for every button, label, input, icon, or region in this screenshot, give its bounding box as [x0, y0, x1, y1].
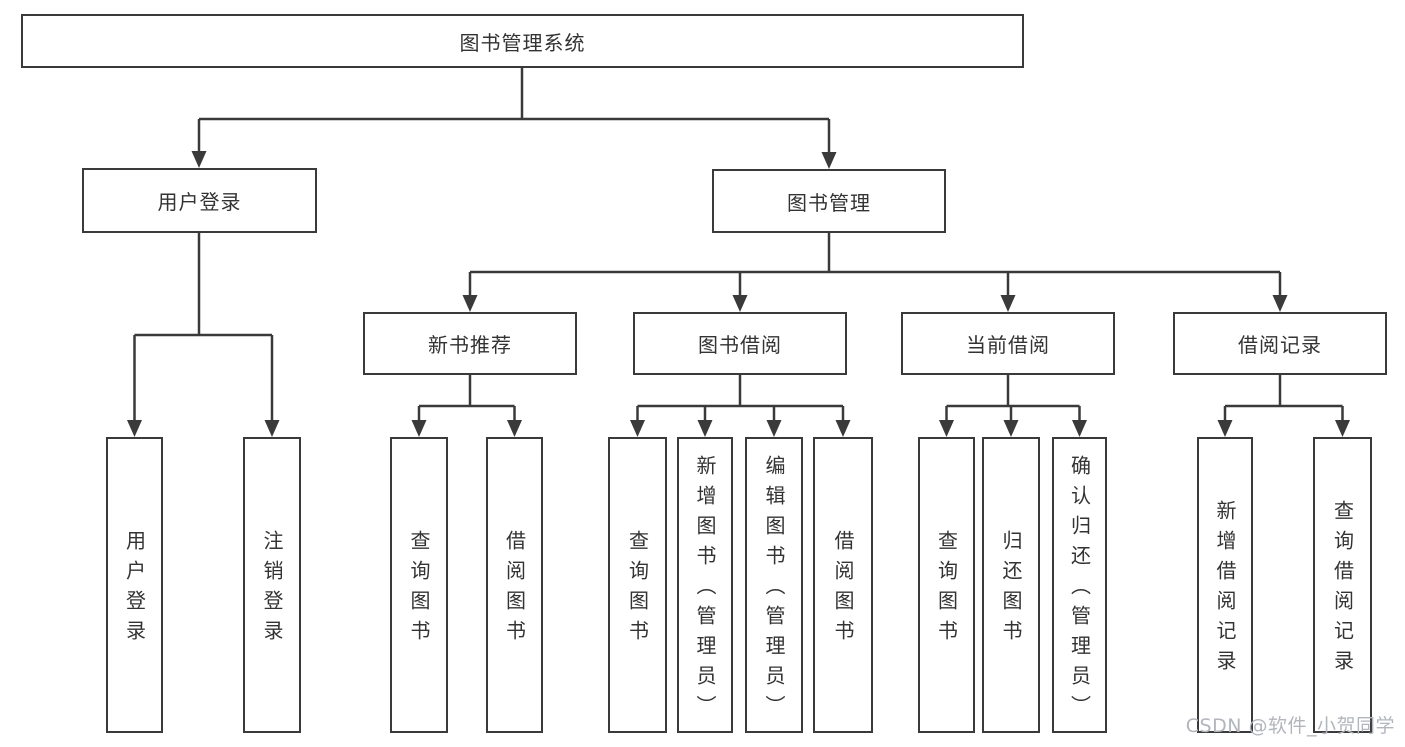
node-book-management: 图书管理: [712, 169, 946, 233]
connector-userlogin-to-children: [133, 233, 274, 424]
leaf-query-books-current-label: 查询图书: [934, 530, 959, 650]
arrowhead-icon: [697, 420, 713, 437]
node-new-book-recommend-label: 新书推荐: [428, 333, 512, 357]
arrowhead-icon: [939, 420, 954, 437]
leaf-confirm-return-admin: 确认归还（管理员）: [1052, 437, 1107, 733]
arrowhead-icon: [1335, 420, 1350, 437]
node-book-management-label: 图书管理: [787, 190, 871, 215]
node-user-login-label: 用户登录: [157, 190, 242, 214]
arrowhead-icon: [1217, 420, 1233, 437]
leaf-confirm-return-admin-label: 确认归还（管理员）: [1067, 455, 1092, 725]
connector-root-to-level2: [197, 68, 831, 156]
node-current-borrow-label: 当前借阅: [966, 333, 1050, 357]
node-book-borrow-label: 图书借阅: [698, 333, 782, 357]
arrowhead-icon: [732, 295, 748, 312]
leaf-return-book: 归还图书: [982, 437, 1040, 733]
arrowhead-icon: [191, 151, 207, 168]
arrowhead-icon: [1003, 420, 1019, 437]
leaf-query-books-borrow: 查询图书: [608, 437, 667, 733]
leaf-logout: 注销登录: [243, 437, 301, 733]
arrowhead-icon: [264, 420, 280, 437]
leaf-add-borrow-record-label: 新增借阅记录: [1213, 500, 1237, 680]
connector-newbook-to-children: [417, 375, 516, 424]
leaf-return-book-label: 归还图书: [999, 530, 1023, 650]
arrowhead-icon: [462, 295, 478, 312]
arrowhead-icon: [1000, 295, 1016, 312]
node-new-book-recommend: 新书推荐: [363, 312, 577, 375]
connector-currentborrow-to-children: [945, 375, 1081, 424]
node-borrow-records: 借阅记录: [1173, 312, 1387, 375]
arrowhead-icon: [766, 420, 782, 437]
node-root-label: 图书管理系统: [459, 30, 586, 55]
leaf-add-borrow-record: 新增借阅记录: [1197, 437, 1253, 733]
leaf-edit-book-admin: 编辑图书（管理员）: [745, 437, 803, 733]
leaf-query-books-recommend: 查询图书: [390, 437, 448, 733]
arrowhead-icon: [1072, 420, 1087, 437]
leaf-edit-book-admin-label: 编辑图书（管理员）: [762, 455, 786, 725]
leaf-query-books-borrow-label: 查询图书: [625, 530, 650, 650]
leaf-borrow-books-label: 借阅图书: [831, 530, 855, 650]
leaf-query-borrow-record: 查询借阅记录: [1313, 437, 1372, 733]
leaf-borrow-books-recommend: 借阅图书: [486, 437, 543, 733]
leaf-borrow-books: 借阅图书: [813, 437, 873, 733]
node-current-borrow: 当前借阅: [901, 312, 1115, 375]
leaf-query-books-recommend-label: 查询图书: [407, 530, 431, 650]
leaf-logout-label: 注销登录: [260, 530, 284, 650]
leaf-user-login-label: 用户登录: [122, 530, 147, 650]
node-borrow-records-label: 借阅记录: [1238, 333, 1322, 357]
node-root: 图书管理系统: [21, 14, 1024, 68]
leaf-query-borrow-record-label: 查询借阅记录: [1330, 500, 1355, 680]
arrowhead-icon: [411, 420, 427, 437]
leaf-add-book-admin: 新增图书（管理员）: [677, 437, 733, 733]
node-book-borrow: 图书借阅: [633, 312, 847, 375]
connector-bookborrow-to-children: [636, 375, 845, 424]
leaf-borrow-books-recommend-label: 借阅图书: [502, 530, 527, 650]
leaf-query-books-current: 查询图书: [918, 437, 975, 733]
arrowhead-icon: [127, 420, 142, 437]
watermark: CSDN @软件_小贺同学: [1185, 715, 1395, 737]
arrowhead-icon: [821, 152, 837, 169]
node-user-login: 用户登录: [82, 168, 317, 233]
connector-bookmgmt-to-level3: [468, 233, 1282, 299]
connector-borrowrecords-to-children: [1223, 375, 1344, 424]
arrowhead-icon: [835, 420, 851, 437]
leaf-user-login: 用户登录: [106, 437, 163, 733]
leaf-add-book-admin-label: 新增图书（管理员）: [693, 455, 717, 725]
arrowhead-icon: [630, 420, 645, 437]
arrowhead-icon: [507, 420, 522, 437]
arrowhead-icon: [1272, 295, 1288, 312]
